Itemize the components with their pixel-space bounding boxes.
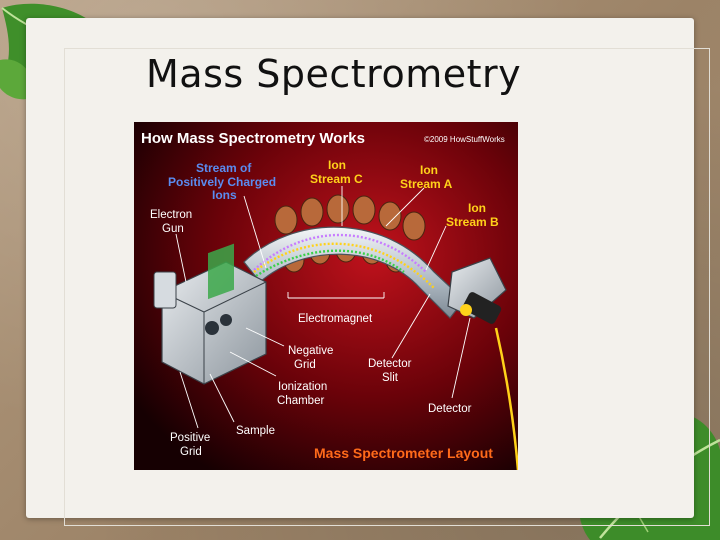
- label-ion-stream-c-line1: Ion: [328, 158, 346, 172]
- label-negative-grid-line1: Negative: [288, 345, 333, 357]
- label-ion-stream-a-line2: Stream A: [400, 177, 453, 191]
- label-positive-grid-line2: Grid: [180, 446, 202, 458]
- label-electron-gun-line2: Gun: [162, 223, 184, 235]
- label-ionization-chamber-line1: Ionization: [278, 381, 327, 393]
- ionization-chamber: [161, 243, 267, 385]
- diagram-canvas: How Mass Spectrometry Works ©2009 HowStu…: [134, 122, 518, 470]
- label-electromagnet: Electromagnet: [298, 313, 373, 325]
- diagram-footer: Mass Spectrometer Layout: [314, 445, 493, 461]
- label-ion-stream-a-line1: Ion: [420, 163, 438, 177]
- ion-path-c: [253, 233, 427, 273]
- slide-title: Mass Spectrometry: [146, 52, 522, 96]
- label-ion-stream-b-line2: Stream B: [446, 215, 499, 229]
- mass-spectrometer-diagram: How Mass Spectrometry Works ©2009 HowStu…: [134, 122, 518, 470]
- diagram-header: How Mass Spectrometry Works: [141, 130, 365, 147]
- label-stream-positive-line2: Positively Charged: [168, 175, 276, 189]
- label-detector-slit-line2: Slit: [382, 372, 399, 384]
- diagram-copyright: ©2009 HowStuffWorks: [424, 135, 505, 144]
- label-detector-slit-line1: Detector: [368, 358, 412, 370]
- detector-assembly: [447, 257, 518, 470]
- slide-card-border: [64, 48, 710, 526]
- label-stream-positive-line1: Stream of: [196, 161, 252, 175]
- label-ionization-chamber-line2: Chamber: [277, 395, 324, 407]
- electron-gun: [153, 271, 177, 309]
- label-stream-positive-line3: Ions: [212, 188, 237, 202]
- label-ion-stream-b-line1: Ion: [468, 201, 486, 215]
- ion-path-b: [255, 249, 405, 278]
- label-electron-gun-line1: Electron: [150, 209, 192, 221]
- label-positive-grid-line1: Positive: [170, 432, 210, 444]
- label-sample: Sample: [236, 425, 275, 437]
- label-detector: Detector: [428, 403, 472, 415]
- label-negative-grid-line2: Grid: [294, 359, 316, 371]
- pointer-lines: [175, 186, 471, 429]
- label-ion-stream-c-line2: Stream C: [310, 172, 363, 186]
